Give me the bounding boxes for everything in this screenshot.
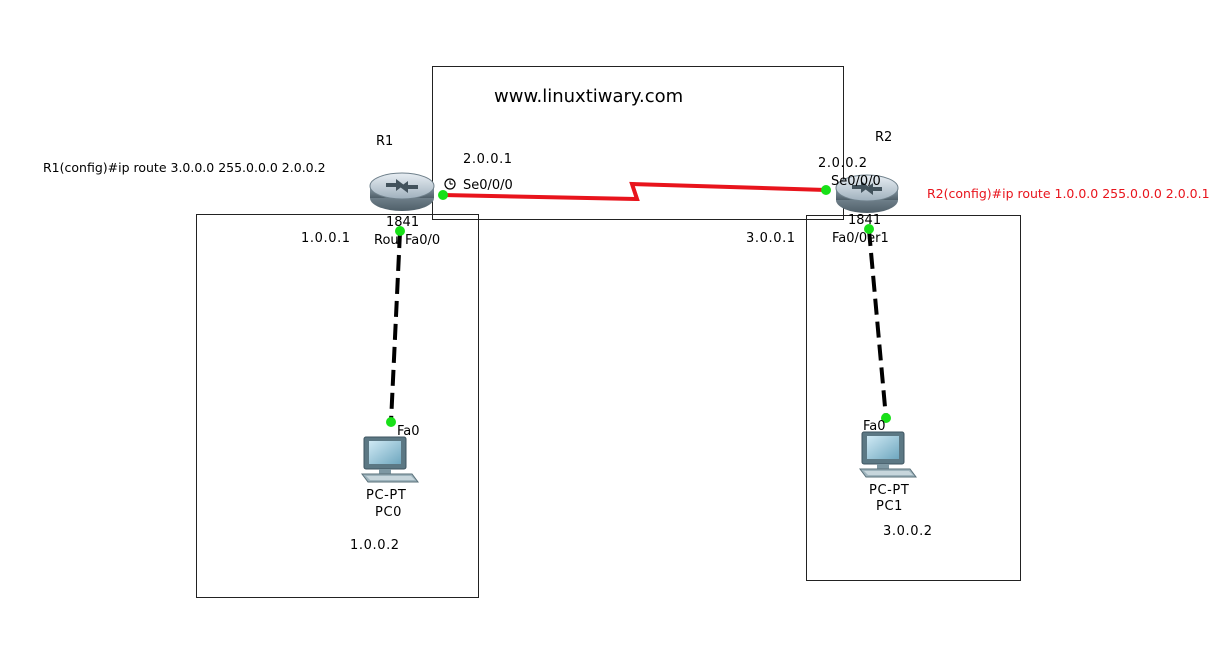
pc-icon[interactable] (361, 436, 419, 483)
port-dot-pc1-fa[interactable] (881, 413, 891, 423)
port-dot-pc0-fa[interactable] (386, 417, 396, 427)
router-icon[interactable] (369, 172, 435, 211)
r2-fa-ip: 3.0.0.1 (746, 231, 796, 246)
port-dot-r1-serial[interactable] (438, 190, 448, 200)
pc0-name-label: PC0 (375, 505, 402, 520)
r2-subtitle-label: Fa0/0er1 (832, 231, 889, 246)
pc0-ip-label: 1.0.0.2 (350, 538, 400, 553)
r1-fa-ip: 1.0.0.1 (301, 231, 351, 246)
port-dot-r2-serial[interactable] (821, 185, 831, 195)
r1-serial-port-label: Se0/0/0 (463, 178, 513, 193)
r1-fa-port-label: Fa0/0 (405, 233, 441, 248)
r1-serial-ip: 2.0.0.1 (463, 152, 513, 167)
pc1-type-label: PC-PT (869, 483, 910, 498)
pc1-port-label: Fa0 (863, 419, 886, 434)
pc1-ip-label: 3.0.0.2 (883, 524, 933, 539)
pc1-name-label: PC1 (876, 499, 903, 514)
ethernet-link-r2-pc1[interactable] (867, 229, 888, 419)
r1-name-label: R1 (376, 134, 394, 149)
lan1-area-box (196, 214, 479, 598)
lan2-area-box (806, 215, 1021, 581)
ethernet-link-r1-pc0[interactable] (389, 231, 402, 423)
router-icon[interactable] (835, 174, 899, 213)
r2-serial-port-label: Se0/0/0 (831, 174, 881, 189)
port-dot-r1-fa[interactable] (395, 226, 405, 236)
pc0-type-label: PC-PT (366, 488, 407, 503)
r2-serial-ip: 2.0.0.2 (818, 156, 868, 171)
r2-config-command: R2(config)#ip route 1.0.0.0 255.0.0.0 2.… (927, 186, 1210, 201)
r1-subtitle-label: Rou (374, 233, 399, 248)
r1-config-command: R1(config)#ip route 3.0.0.0 255.0.0.0 2.… (43, 160, 326, 175)
serial-link[interactable] (442, 181, 827, 202)
clock-icon (444, 178, 456, 190)
r2-model-label: 1841 (848, 213, 882, 228)
wan-area-box (432, 66, 844, 220)
pc-icon[interactable] (859, 431, 917, 478)
r2-name-label: R2 (875, 130, 893, 145)
r1-model-label: 1841 (386, 215, 420, 230)
site-watermark: www.linuxtiwary.com (494, 86, 684, 107)
port-dot-r2-fa[interactable] (864, 224, 874, 234)
pc0-port-label: Fa0 (397, 424, 420, 439)
